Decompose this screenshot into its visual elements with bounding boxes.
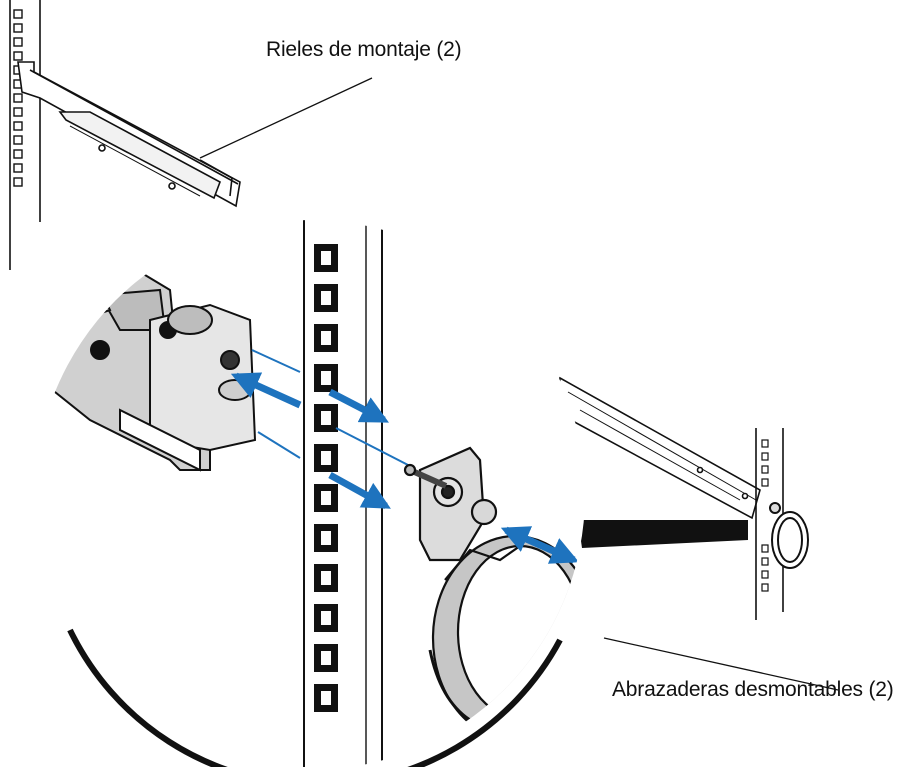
double-arrow-icon xyxy=(500,526,580,564)
mounting-rail xyxy=(17,61,241,208)
zoom-rack-post xyxy=(303,220,383,767)
insert-arrow-icon xyxy=(230,372,391,510)
zoom-callout-wedge xyxy=(578,520,748,548)
mounting-rails-label: Rieles de montaje (2) xyxy=(266,38,462,61)
right-rack-post xyxy=(755,428,809,620)
left-rack-post xyxy=(9,0,41,270)
clamps-leader-line xyxy=(603,637,839,691)
removable-clamps-label: Abrazaderas desmontables (2) xyxy=(612,678,894,701)
leader-lines xyxy=(199,77,839,691)
mounting-rail-right xyxy=(555,376,761,520)
rails-leader-line xyxy=(199,77,373,159)
small-clamp-ring-icon xyxy=(769,502,809,569)
alignment-lines xyxy=(251,349,411,467)
magnified-detail xyxy=(35,220,585,767)
